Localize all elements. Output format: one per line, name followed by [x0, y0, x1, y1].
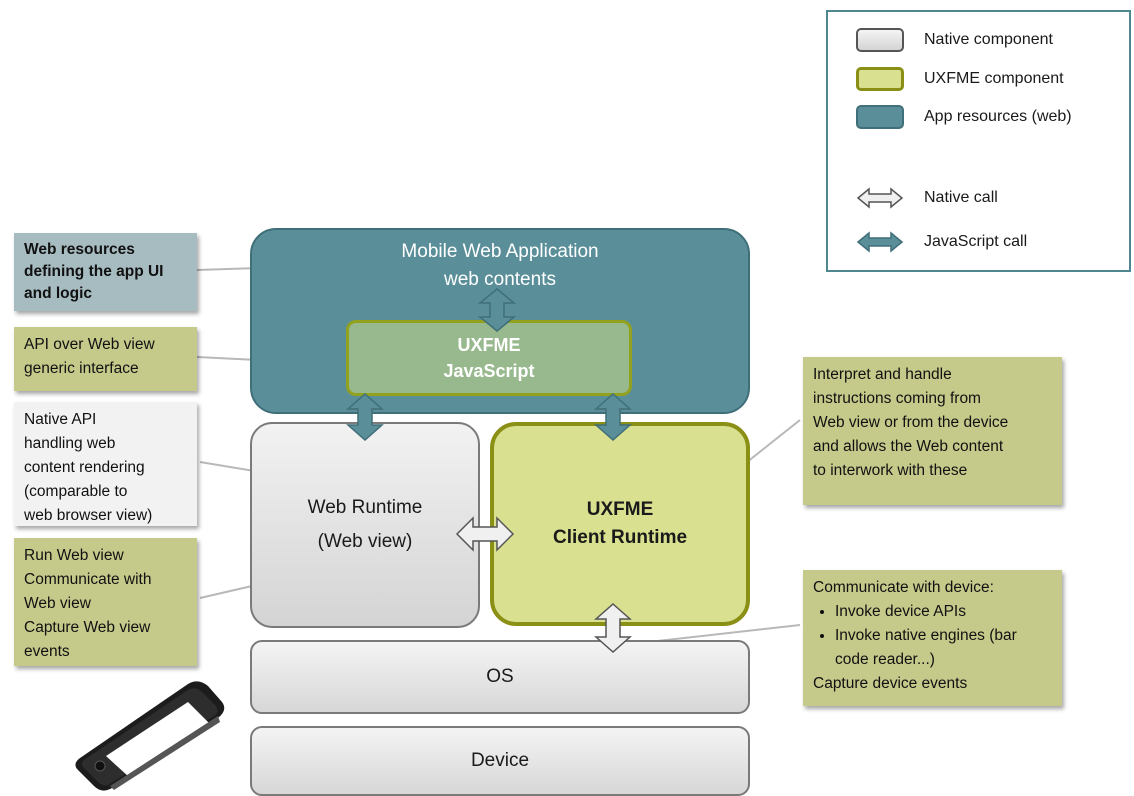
callout-interpret-line1: Interpret and handle — [813, 366, 952, 383]
callout-web-resources-line1: Web resources — [24, 241, 135, 258]
js-call-arrow-js-to-client-runtime — [594, 392, 632, 442]
callout-api-over-webview: API over Web view generic interface — [14, 327, 197, 391]
callout-communicate-device: Communicate with device: Invoke device A… — [803, 570, 1062, 706]
callout-web-resources: Web resources defining the app UI and lo… — [14, 233, 197, 311]
js-call-arrow-app-to-js — [477, 288, 517, 332]
callout-run-webview: Run Web view Communicate with Web view C… — [14, 538, 197, 666]
client-runtime-line2: Client Runtime — [552, 527, 688, 548]
callout-communicate-footer: Capture device events — [813, 675, 968, 692]
legend-uxfme-swatch — [856, 67, 904, 91]
callout-communicate-title: Communicate with device: — [813, 579, 994, 596]
web-runtime-line1: Web Runtime — [307, 497, 423, 518]
legend-native-label: Native component — [924, 31, 1053, 48]
web-runtime-box: Web Runtime (Web view) — [250, 422, 480, 628]
callout-interpret: Interpret and handle instructions coming… — [803, 357, 1062, 505]
legend-javascript-call-label: JavaScript call — [924, 233, 1028, 250]
callout-run-webview-line1: Run Web view — [24, 547, 124, 564]
uxfme-javascript-box: UXFME JavaScript — [346, 320, 632, 396]
callout-run-webview-line4: Capture Web view — [24, 619, 151, 636]
callout-native-api-line5: web browser view) — [24, 507, 153, 524]
callout-native-api: Native API handling web content renderin… — [14, 402, 197, 526]
callout-native-api-line3: content rendering — [24, 459, 145, 476]
legend-app-label: App resources (web) — [924, 108, 1072, 125]
callout-communicate-bullet2: Invoke native engines (bar code reader..… — [835, 624, 1052, 672]
native-call-arrow-client-to-os — [594, 602, 632, 654]
callout-api-line2: generic interface — [24, 360, 139, 377]
web-runtime-line2: (Web view) — [317, 531, 413, 552]
callout-interpret-line3: Web view or from the device — [813, 414, 1009, 431]
callout-interpret-line5: to interwork with these — [813, 462, 968, 479]
legend-native-swatch — [856, 28, 904, 52]
callout-run-webview-line2: Communicate with — [24, 571, 152, 588]
legend-javascript-call-arrow-icon — [856, 231, 904, 253]
callout-web-resources-line3: and logic — [24, 285, 93, 302]
callout-native-api-line2: handling web — [24, 435, 116, 452]
callout-api-line1: API over Web view — [24, 336, 155, 353]
legend-uxfme-label: UXFME component — [924, 70, 1064, 87]
uxfme-client-runtime-box: UXFME Client Runtime — [490, 422, 750, 626]
legend-app-swatch — [856, 105, 904, 129]
legend: Native component UXFME component App res… — [826, 10, 1131, 272]
native-call-arrow-webview-to-client — [455, 516, 515, 552]
callout-run-webview-line3: Web view — [24, 595, 91, 612]
callout-web-resources-line2: defining the app UI — [24, 263, 164, 280]
client-runtime-line1: UXFME — [586, 499, 654, 520]
legend-native-call-label: Native call — [924, 189, 998, 206]
os-layer: OS — [250, 640, 750, 714]
callout-interpret-line2: instructions coming from — [813, 390, 981, 407]
callout-run-webview-line5: events — [24, 643, 70, 660]
uxfme-javascript-line2: JavaScript — [443, 361, 535, 381]
mobile-web-app-title-line2: web contents — [444, 269, 556, 290]
js-call-arrow-js-to-webruntime — [346, 392, 384, 442]
device-layer: Device — [250, 726, 750, 796]
smartphone-icon — [75, 681, 225, 791]
legend-native-call-arrow-icon — [856, 187, 904, 209]
callout-native-api-line1: Native API — [24, 411, 97, 428]
callout-communicate-bullet1: Invoke device APIs — [835, 600, 1052, 624]
uxfme-javascript-line1: UXFME — [457, 335, 521, 355]
callout-interpret-line4: and allows the Web content — [813, 438, 1004, 455]
callout-native-api-line4: (comparable to — [24, 483, 128, 500]
mobile-web-app-title-line1: Mobile Web Application — [401, 241, 599, 262]
mobile-web-app-title: Mobile Web Application web contents — [252, 238, 748, 294]
